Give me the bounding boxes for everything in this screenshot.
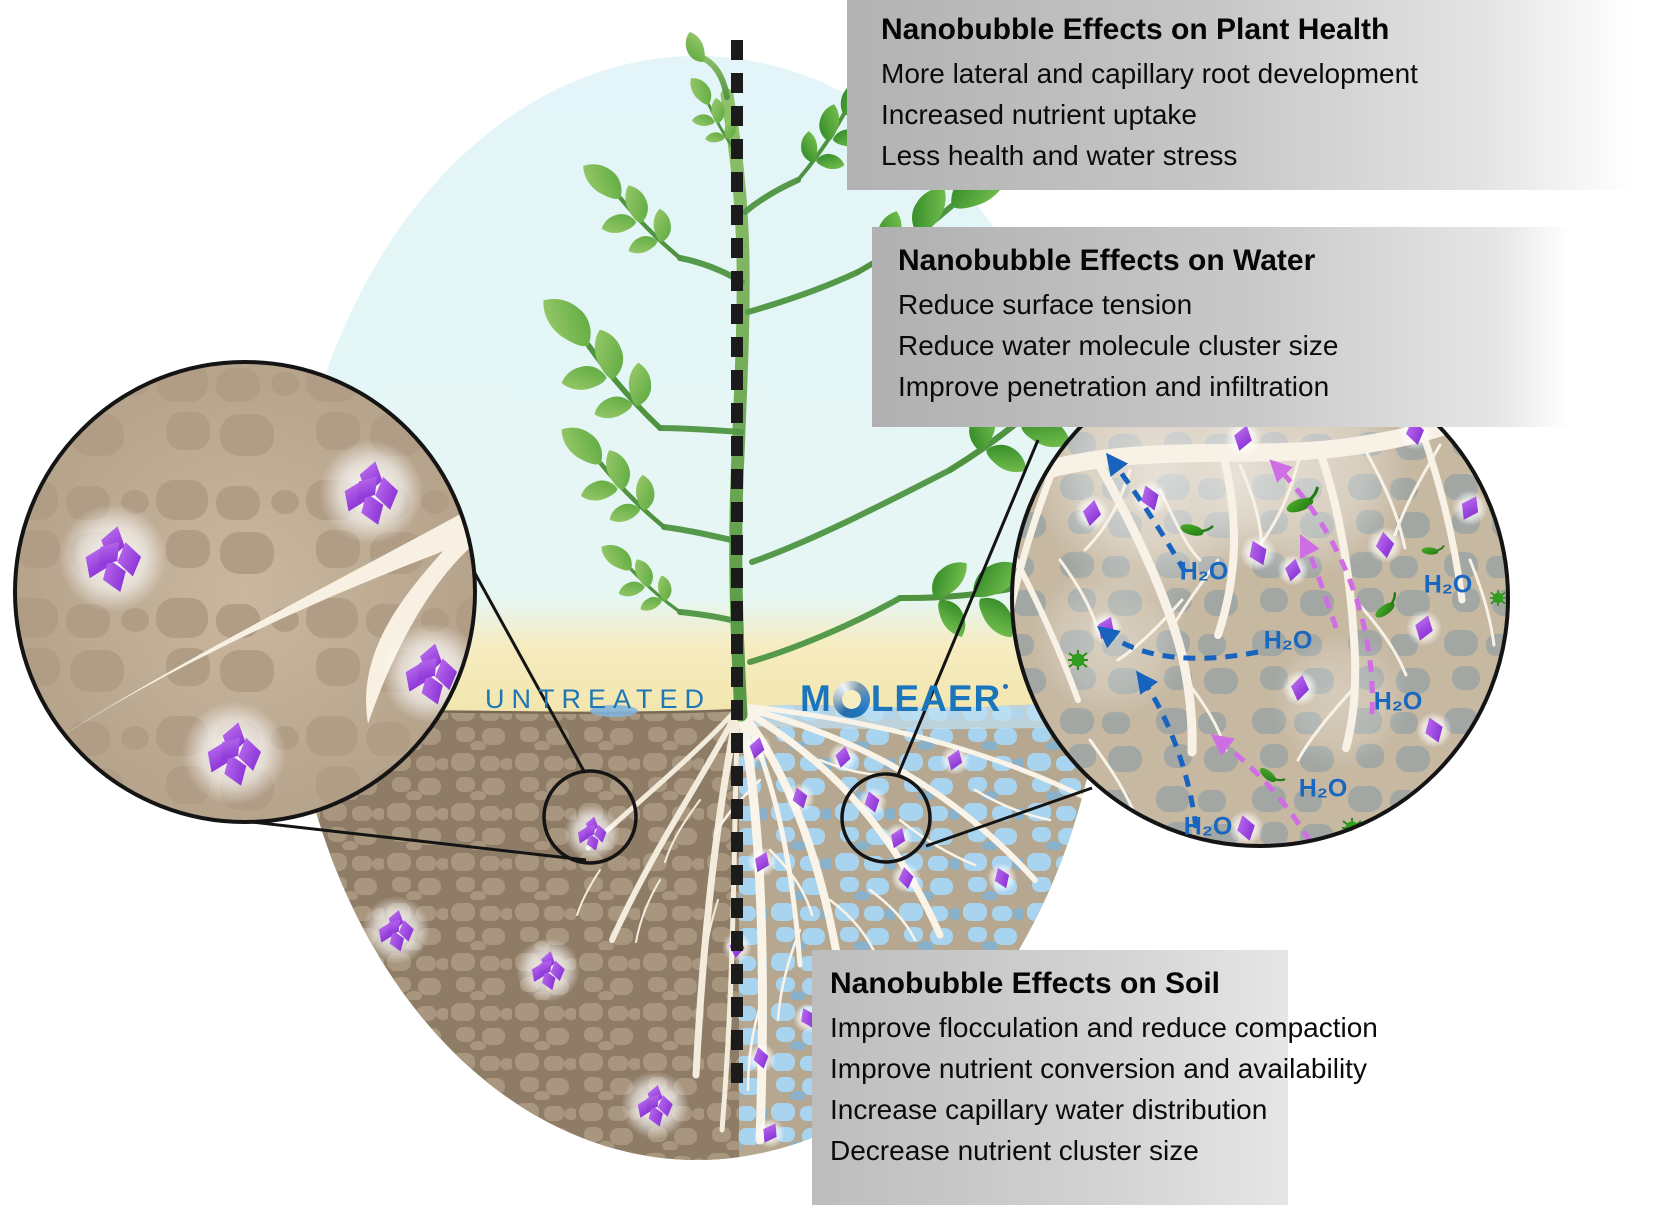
untreated-label: UNTREATED (485, 684, 712, 714)
bacteria-icon (1131, 834, 1174, 846)
panel-item: Improve nutrient conversion and availabi… (830, 1053, 1367, 1084)
panel-item: More lateral and capillary root developm… (881, 58, 1418, 89)
panel-item: Decrease nutrient cluster size (830, 1135, 1199, 1166)
h2o-label: H₂O (1183, 812, 1233, 841)
panel-item: Increased nutrient uptake (881, 99, 1197, 130)
h2o-label: H₂O (1373, 687, 1423, 716)
microbe-icon (1083, 834, 1101, 846)
untreated-callout-circle (542, 769, 638, 865)
water-flow-arrows (1096, 452, 1375, 846)
microbe-icon (1231, 893, 1249, 911)
nutrient-cluster (319, 440, 423, 544)
plant-branches (657, 177, 953, 665)
panel-soil: Nanobubble Effects on Soil Improve flocc… (812, 950, 1378, 1205)
nutrient-cluster (59, 504, 167, 612)
magnified-root (52, 505, 475, 742)
untreated-magnifier (13, 360, 477, 824)
treated-callout-circle (840, 772, 932, 864)
nutrient-cluster (362, 896, 430, 964)
nutrient-cluster (564, 805, 620, 861)
panel-item: Increase capillary water distribution (830, 1094, 1268, 1125)
h2o-label: H₂O (1298, 774, 1348, 803)
panel-item: Improve flocculation and reduce compacti… (830, 1012, 1378, 1043)
h2o-label: H₂O (1263, 626, 1313, 655)
panel-soil-title: Nanobubble Effects on Soil (830, 967, 1221, 1000)
panel-item: Reduce water molecule cluster size (898, 330, 1339, 361)
trademark-mark (1003, 684, 1009, 689)
panel-item: Improve penetration and infiltration (898, 371, 1330, 402)
moleaer-logo-rest: LEAER (870, 678, 1002, 719)
nutrient-cluster (516, 938, 580, 1002)
panel-item: Reduce surface tension (898, 289, 1193, 320)
panel-item: Less health and water stress (881, 140, 1238, 171)
nutrient-cluster (621, 1071, 689, 1139)
h2o-label: H₂O (1179, 557, 1229, 586)
h2o-label: H₂O (1423, 570, 1473, 599)
nanobubble-swirl-icon (832, 680, 870, 718)
panel-water-title: Nanobubble Effects on Water (898, 244, 1316, 277)
panel-plant-health: Nanobubble Effects on Plant Health More … (847, 0, 1656, 190)
panel-water: Nanobubble Effects on Water Reduce surfa… (872, 227, 1568, 427)
magnified-water-stream (195, 362, 275, 660)
moleaer-logo-m: M (800, 678, 832, 719)
panel-plant-health-title: Nanobubble Effects on Plant Health (881, 13, 1390, 46)
moleaer-logo: M LEAER (800, 678, 1009, 720)
nutrient-cluster (182, 701, 286, 805)
